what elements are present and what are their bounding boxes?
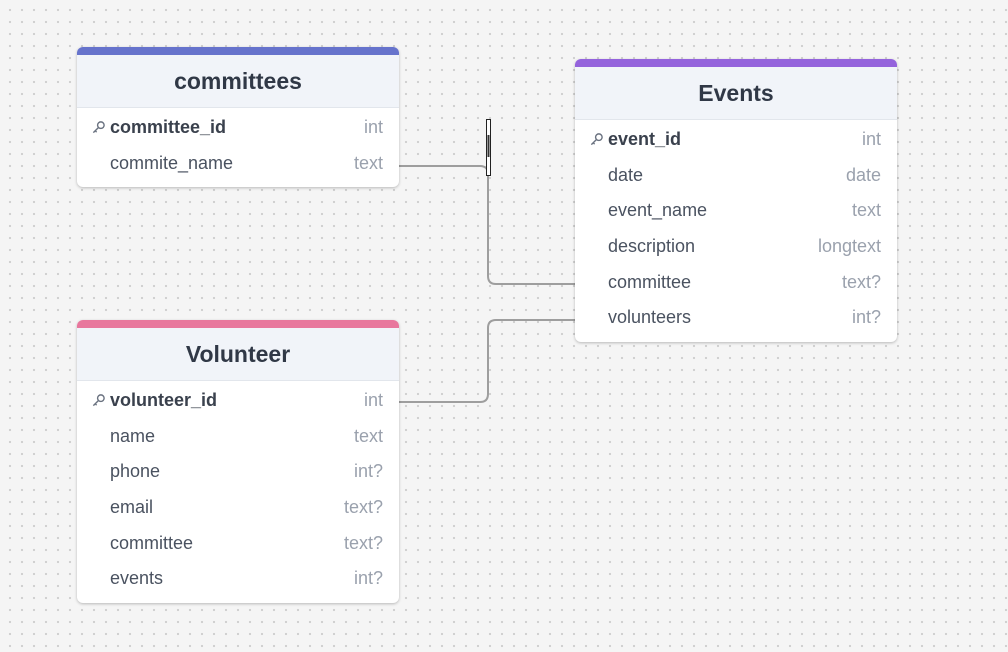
field-type: int? [353,461,383,482]
field-row-email[interactable]: email text? [77,490,399,526]
field-row-description[interactable]: description longtext [575,229,897,265]
table-color-bar [575,59,897,67]
field-name: commite_name [110,152,234,173]
field-row-volunteer-id[interactable]: volunteer_id int [77,383,399,419]
field-type: text [353,425,383,446]
field-name: event_id [608,129,682,150]
field-row-committee[interactable]: committee text? [77,525,399,561]
field-name: date [608,164,644,185]
field-name: events [110,568,164,589]
field-name: name [110,425,156,446]
key-icon [589,132,608,147]
table-events[interactable]: Events event_id int date date event_name… [575,59,897,342]
table-color-bar [77,320,399,328]
table-title[interactable]: Events [575,67,897,120]
field-name: event_name [608,200,708,221]
field-name: committee [110,532,194,553]
relation-volunteer-events[interactable] [399,319,576,403]
field-type: int? [353,568,383,589]
field-type: text? [343,497,383,518]
field-type: text? [841,271,881,292]
field-name: description [608,236,696,257]
field-name: email [110,497,154,518]
field-name: phone [110,461,161,482]
table-volunteer[interactable]: Volunteer volunteer_id int name text pho… [77,320,399,603]
field-row-date[interactable]: date date [575,158,897,194]
field-row-event-name[interactable]: event_name text [575,193,897,229]
table-committees[interactable]: committees committee_id int commite_name… [77,47,399,188]
field-name: committee [608,271,692,292]
field-type: text [353,152,383,173]
field-row-events[interactable]: events int? [77,561,399,597]
field-row-name[interactable]: name text [77,419,399,455]
field-name: committee_id [110,117,227,138]
field-name: volunteer_id [110,390,218,411]
field-type: int [861,129,881,150]
field-type: text? [343,532,383,553]
field-row-commite-name[interactable]: commite_name text [77,146,399,182]
field-type: date [845,164,881,185]
field-row-phone[interactable]: phone int? [77,454,399,490]
field-type: int? [851,307,881,328]
table-title[interactable]: committees [77,55,399,108]
table-color-bar [77,47,399,55]
field-type: int [363,390,383,411]
field-type: longtext [817,236,881,257]
field-type: text [851,200,881,221]
field-row-committee[interactable]: committee text? [575,264,897,300]
table-title[interactable]: Volunteer [77,328,399,381]
field-row-event-id[interactable]: event_id int [575,122,897,158]
relation-committees-events[interactable] [399,165,576,285]
field-row-committee-id[interactable]: committee_id int [77,110,399,146]
field-type: int [363,117,383,138]
link-endpoint-marker-fill [487,135,490,157]
key-icon [91,120,110,135]
key-icon [91,393,110,408]
field-row-volunteers[interactable]: volunteers int? [575,300,897,336]
field-name: volunteers [608,307,692,328]
link-endpoint-marker[interactable] [486,119,491,176]
